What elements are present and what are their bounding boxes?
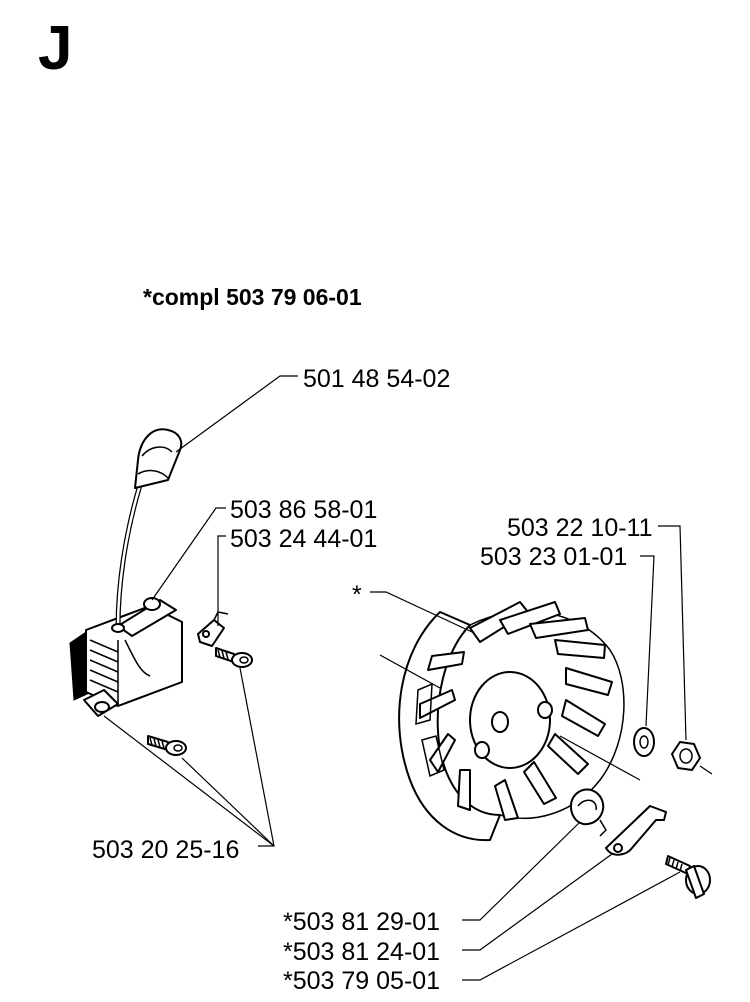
part-label-ignition-module[interactable]: 503 86 58-01 — [230, 496, 378, 524]
section-letter: J — [38, 14, 73, 83]
screw-upper-drawing — [215, 647, 253, 668]
kit-title: *compl 503 79 06-01 — [143, 284, 362, 310]
nut-drawing — [671, 741, 713, 775]
pawl-drawing — [605, 805, 667, 856]
ignition-cable-drawing — [111, 484, 143, 633]
part-label-shoulder-screw[interactable]: *503 79 05-01 — [283, 967, 441, 995]
washer-drawing — [633, 727, 655, 757]
part-label-washer[interactable]: 503 23 01-01 — [480, 543, 628, 571]
part-label-short-circuit-terminal[interactable]: 503 24 44-01 — [230, 525, 378, 553]
part-label-spring[interactable]: *503 81 29-01 — [283, 908, 441, 936]
part-label-nut[interactable]: 503 22 10-11 — [507, 514, 653, 542]
spark-plug-cap-drawing — [134, 428, 183, 489]
part-label-ignition-cable-cap[interactable]: 501 48 54-02 — [303, 365, 451, 393]
shoulder-screw-drawing — [665, 855, 711, 899]
part-label-pawl[interactable]: *503 81 24-01 — [283, 938, 441, 966]
spring-drawing — [570, 788, 607, 837]
terminal-drawing — [197, 611, 229, 647]
flywheel-drawing — [379, 601, 641, 842]
part-label-screw[interactable]: 503 20 25-16 — [92, 836, 240, 864]
ignition-module-drawing — [69, 597, 183, 717]
screw-lower-drawing — [147, 735, 187, 756]
leader-lines — [103, 375, 687, 981]
part-label-flywheel[interactable]: * — [352, 581, 362, 609]
